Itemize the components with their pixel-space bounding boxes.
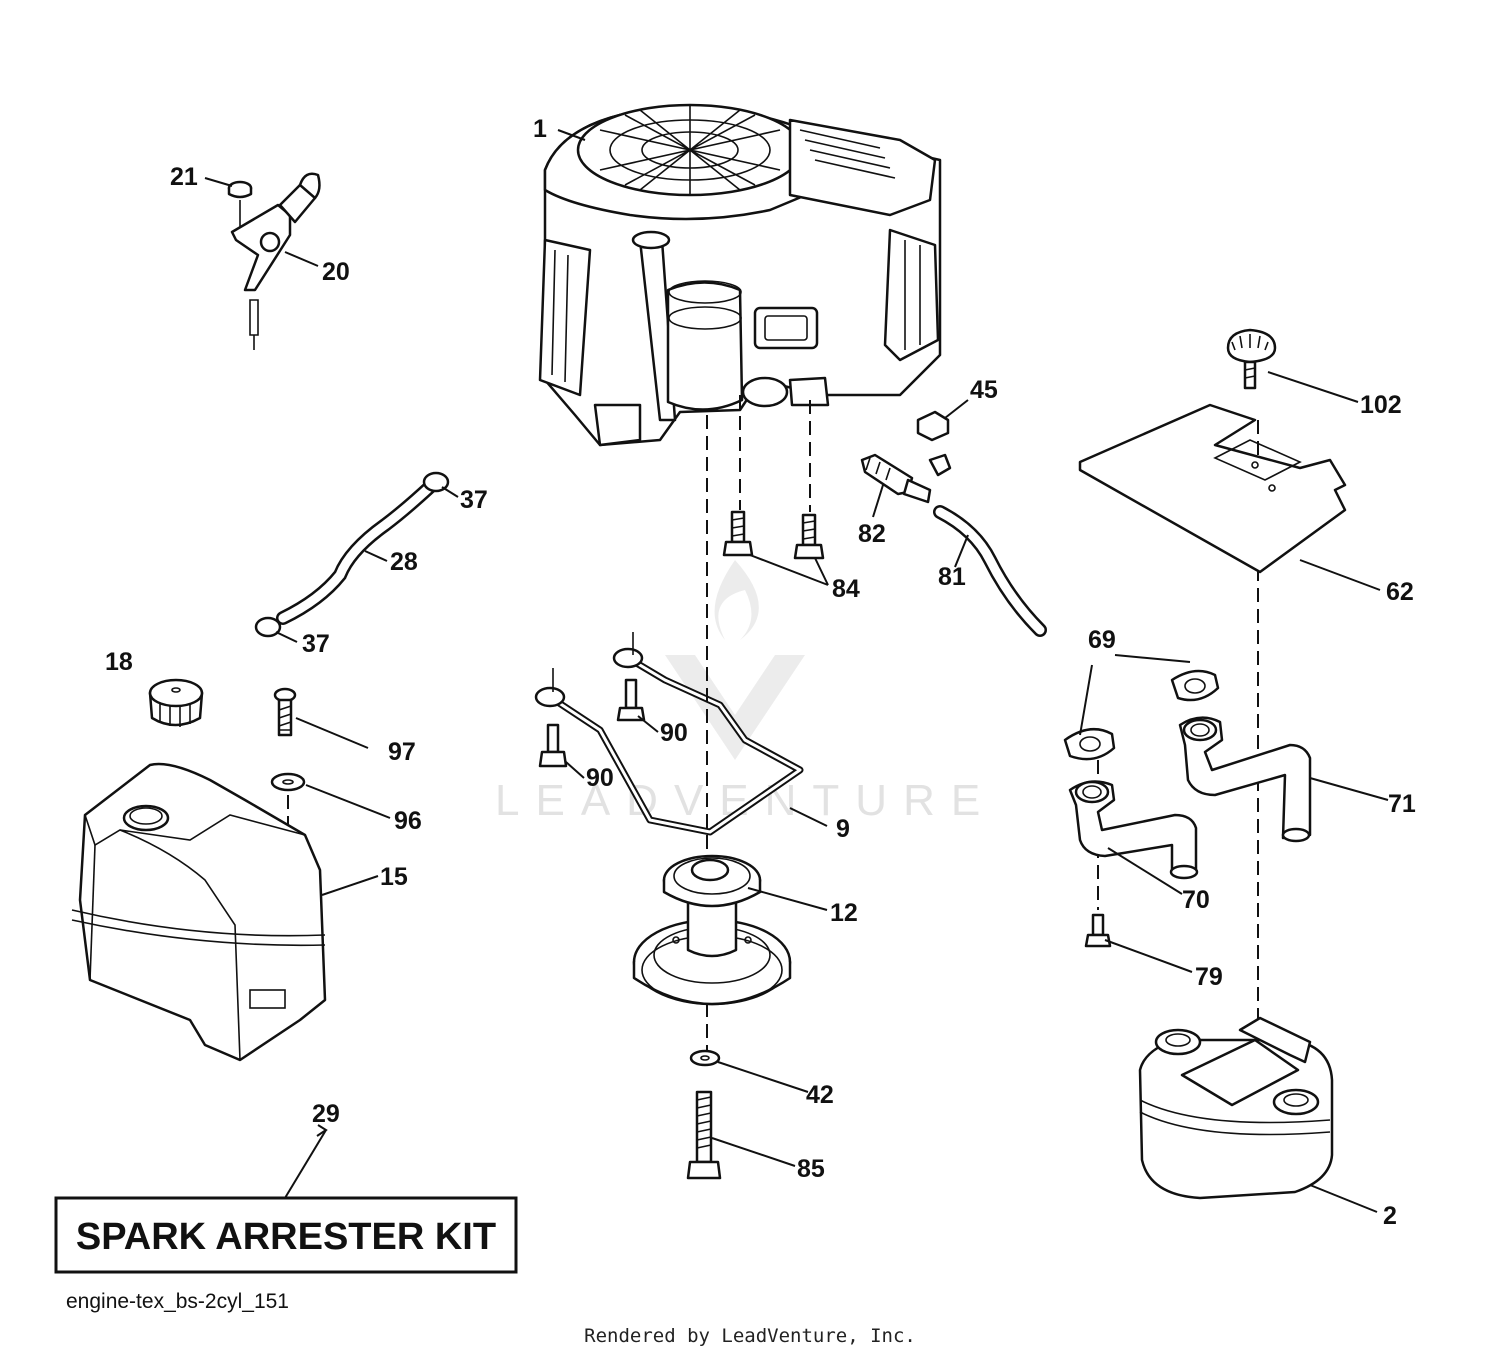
rendered-by-credit: Rendered by LeadVenture, Inc. xyxy=(584,1325,916,1347)
callout-84: 84 xyxy=(832,575,860,603)
callout-37-lower: 37 xyxy=(302,630,330,658)
exhaust-pipes-illustration xyxy=(1063,669,1312,880)
callout-2: 2 xyxy=(1383,1202,1397,1230)
callout-1: 1 xyxy=(533,115,547,143)
callout-21: 21 xyxy=(170,163,198,191)
muffler-illustration xyxy=(1138,1016,1334,1200)
leader-lines xyxy=(204,129,1389,1213)
callout-45: 45 xyxy=(970,376,998,404)
callout-90-lower: 90 xyxy=(586,764,614,792)
engine-illustration xyxy=(538,103,942,447)
callout-62: 62 xyxy=(1386,578,1414,606)
callout-12: 12 xyxy=(830,899,858,927)
fuel-hose-illustration xyxy=(254,471,450,638)
callout-97: 97 xyxy=(388,738,416,766)
spark-arrester-kit-label: SPARK ARRESTER KIT xyxy=(76,1216,496,1258)
diagram-code: engine-tex_bs-2cyl_151 xyxy=(66,1290,289,1313)
callout-81: 81 xyxy=(938,563,966,591)
watermark: LEADVENTURE xyxy=(495,560,996,825)
wire-bracket-illustration xyxy=(534,632,804,836)
spark-arrester-kit-box: SPARK ARRESTER KIT xyxy=(54,1196,518,1274)
watermark-text: LEADVENTURE xyxy=(495,776,996,825)
fuel-tank-illustration xyxy=(71,762,327,1062)
callout-79: 79 xyxy=(1195,963,1223,991)
callout-85: 85 xyxy=(797,1155,825,1183)
fuel-fitting-illustration xyxy=(860,410,1047,637)
callout-70: 70 xyxy=(1182,886,1210,914)
callout-42: 42 xyxy=(806,1081,834,1109)
pulley-illustration xyxy=(632,854,792,1006)
callout-71: 71 xyxy=(1388,790,1416,818)
callout-96: 96 xyxy=(394,807,422,835)
callout-18: 18 xyxy=(105,648,133,676)
heat-shield-illustration xyxy=(1078,328,1347,574)
callout-20: 20 xyxy=(322,258,350,286)
callout-90-upper: 90 xyxy=(660,719,688,747)
bracket-bolts-illustration xyxy=(538,678,646,768)
callout-37-upper: 37 xyxy=(460,486,488,514)
callout-69: 69 xyxy=(1088,626,1116,654)
callout-9: 9 xyxy=(836,815,850,843)
pulley-bolt-illustration xyxy=(686,1049,722,1180)
throttle-control-illustration xyxy=(227,172,321,350)
callout-102: 102 xyxy=(1360,391,1402,419)
fuel-cap-illustration xyxy=(148,678,204,727)
muffler-bolt-illustration xyxy=(1084,913,1112,948)
callout-82: 82 xyxy=(858,520,886,548)
callout-labels: 1 2 9 12 15 18 20 21 28 29 37 37 42 45 6… xyxy=(105,115,1416,1230)
callout-15: 15 xyxy=(380,863,408,891)
callout-29: 29 xyxy=(312,1100,340,1128)
engine-bolts-illustration xyxy=(722,510,825,560)
callout-28: 28 xyxy=(390,548,418,576)
